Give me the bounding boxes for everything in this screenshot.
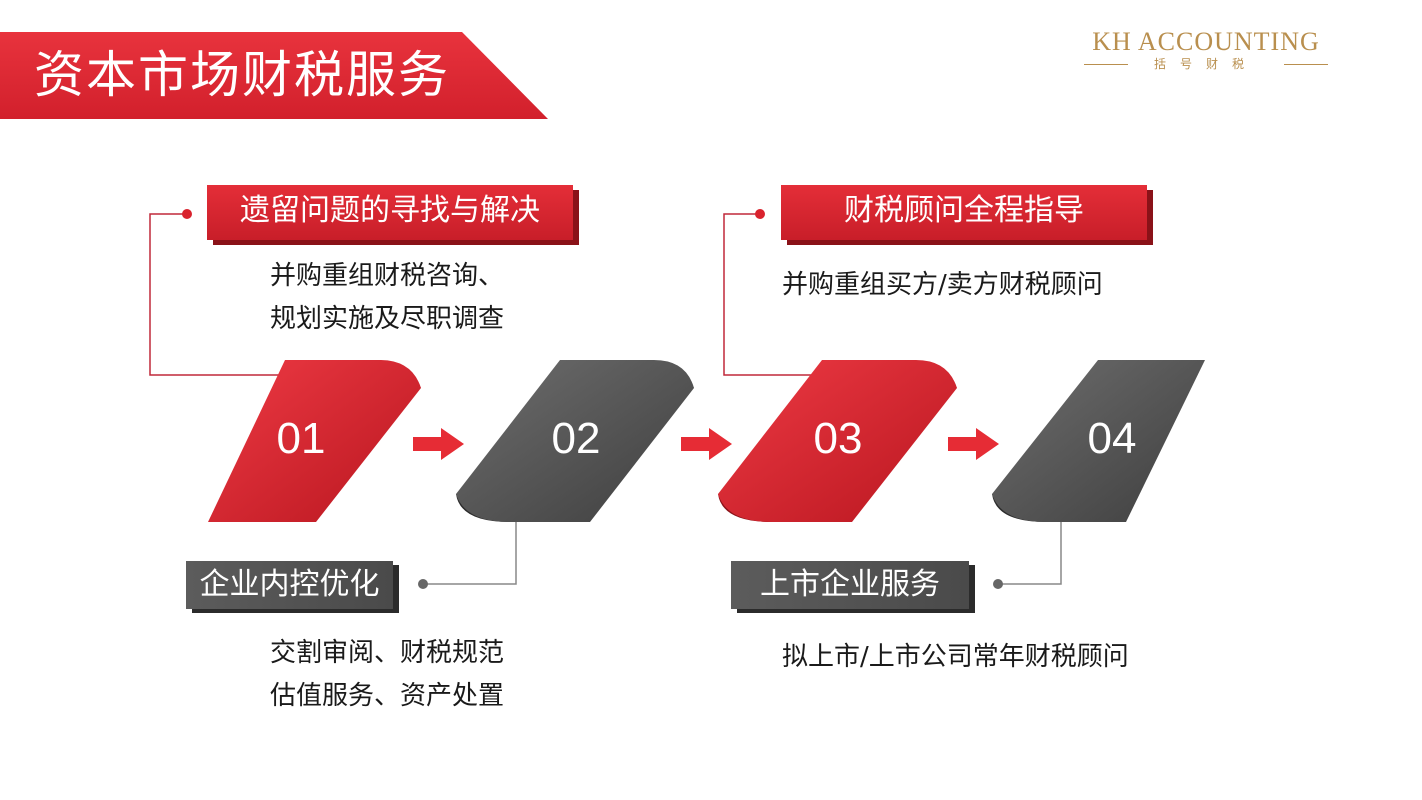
step-number-02: 02 [552, 414, 601, 463]
step-4-heading: 上市企业服务 [760, 567, 940, 602]
step-number-04: 04 [1088, 414, 1137, 463]
step-2-desc-line-2: 估值服务、资产处置 [270, 681, 505, 711]
arrow-right-icon [948, 428, 999, 460]
step-3-desc-line-1: 并购重组买方/卖方财税顾问 [782, 270, 1103, 300]
logo-wordmark: KH ACCOUNTING [1092, 27, 1320, 56]
connector-4 [993, 522, 1062, 589]
step-3-heading: 财税顾问全程指导 [844, 193, 1084, 228]
step-4-heading-box: 上市企业服务 [731, 561, 969, 609]
connector-2 [418, 522, 517, 589]
step-2-heading: 企业内控优化 [199, 567, 380, 602]
ribbon-04 [992, 360, 1205, 522]
title-banner [0, 32, 548, 119]
arrow-right-icon [681, 428, 732, 460]
step-1-desc-line-1: 并购重组财税咨询、 [270, 261, 505, 291]
logo-line-right [1284, 64, 1328, 65]
step-1-description: 并购重组财税咨询、 规划实施及尽职调查 [270, 255, 504, 341]
page-title: 资本市场财税服务 [34, 46, 450, 104]
connector-1 [149, 209, 280, 376]
step-2-desc-line-1: 交割审阅、财税规范 [270, 638, 505, 668]
step-2-heading-box: 企业内控优化 [186, 561, 393, 609]
ribbon-02 [456, 360, 694, 522]
step-4-description: 拟上市/上市公司常年财税顾问 [782, 636, 1129, 679]
step-3-heading-box: 财税顾问全程指导 [781, 185, 1147, 240]
step-number-03: 03 [814, 414, 863, 463]
logo-subtitle-text: 括号财税 [1153, 57, 1258, 71]
step-2-description: 交割审阅、财税规范 估值服务、资产处置 [270, 632, 504, 718]
step-4-desc-line-1: 拟上市/上市公司常年财税顾问 [782, 642, 1129, 672]
connector-3 [723, 209, 820, 376]
logo-subtitle: 括号财税 [1084, 55, 1328, 73]
logo-line-left [1084, 64, 1128, 65]
step-1-heading-box: 遗留问题的寻找与解决 [207, 185, 573, 240]
ribbon-03 [718, 360, 957, 522]
step-1-desc-line-2: 规划实施及尽职调查 [270, 304, 505, 334]
step-number-01: 01 [277, 414, 326, 463]
arrow-right-icon [413, 428, 464, 460]
step-1-heading: 遗留问题的寻找与解决 [240, 193, 540, 228]
ribbon-01 [208, 360, 421, 522]
step-3-description: 并购重组买方/卖方财税顾问 [782, 264, 1103, 307]
